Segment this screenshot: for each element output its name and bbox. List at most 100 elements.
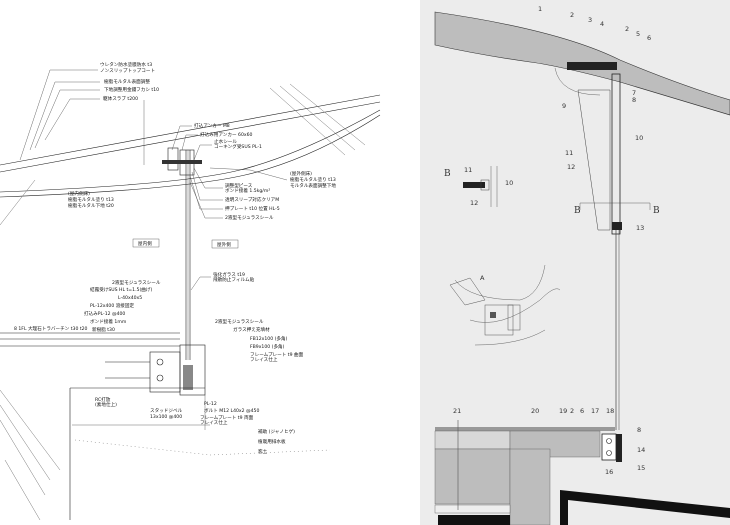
label-fb12: FB12x100 (多角) [250, 335, 288, 342]
label-indoor-floor-base: 樹脂モルタル下地 t20 [68, 202, 114, 209]
label-rc: RC打放 [95, 396, 111, 403]
label-tempered-glass: 強化ガラス t19 [213, 271, 245, 278]
label-roof-waterproofing: ウレタン防水塗膜防水 t3 [100, 61, 152, 68]
label-bond-1mm: ボンド接着 1mm [90, 318, 127, 325]
label-sus-gutter: 結露受けSUS HL t=1.5(曲げ) [90, 286, 152, 293]
label-plate-weld: PL-12x400 溶接固定 [90, 302, 134, 309]
callout-12: 12 [567, 163, 575, 171]
roof-slab-top [0, 94, 381, 166]
label-frame-finish: フレイス仕上 [250, 356, 278, 363]
key-plan [449, 264, 561, 346]
label-frame-finish-2: フレイス仕上 [200, 419, 228, 426]
concrete-slab [434, 448, 511, 505]
floor-finish [435, 427, 615, 431]
label-topcoat: ノンスリップトップコート [100, 68, 155, 74]
right-detail-section: 1 2 3 4 2 5 6 7 8 9 10 11 12 13 8 14 15 … [434, 5, 730, 525]
glass-fin [577, 89, 611, 231]
inset-callout-12: 12 [470, 199, 478, 207]
callout-8b: 8 [637, 426, 641, 434]
callout-4: 4 [600, 20, 604, 28]
label-modulus-seal-3: 2液型モジュラスシール [215, 318, 264, 325]
label-film: 飛散防止フィルム貼 [213, 276, 255, 283]
callout-20: 20 [531, 407, 539, 415]
floor-curve [0, 109, 381, 193]
section-mark-b-inset: B [444, 169, 451, 179]
callout-7: 7 [632, 89, 636, 97]
label-anchor: 打込アンカー M8 [194, 122, 230, 129]
label-base-adjust: 下地調整用金鏝フカシ t10 [104, 86, 159, 93]
label-caulk-plate: コーキング受SUS PL-1 [214, 143, 262, 150]
callout-14: 14 [637, 446, 645, 454]
key-plan-mark-a: A [480, 274, 485, 282]
label-sleeve: 透明スリーブ対応クリアM [225, 196, 279, 203]
label-stud: スタッドジベル [150, 407, 183, 414]
label-bolt: ボルト M12 L40x2 @450 [204, 407, 259, 414]
callout-6: 6 [647, 34, 651, 42]
callout-9: 9 [562, 102, 566, 110]
label-outdoor-floor: (屋外側床) [290, 170, 312, 177]
callout-5: 5 [636, 30, 640, 38]
label-frame-plate-2: フレームプレート t9 両面 [200, 415, 254, 421]
callout-2b: 2 [625, 25, 629, 33]
label-bond: ボンド接着 1.5kg/m² [225, 187, 270, 194]
label-rc-finish: (素地仕上) [95, 401, 117, 408]
callout-16: 16 [605, 468, 613, 476]
label-resin-mortar: 樹脂モルタル表面調整 [104, 78, 150, 85]
label-soil: 客土 [258, 448, 268, 455]
callout-2: 2 [570, 11, 574, 19]
callout-1: 1 [538, 5, 542, 13]
label-outdoor-floor-finish: 樹脂モルタル塗り t13 [290, 176, 336, 183]
label-indoor-floor: (屋内側床) [68, 190, 90, 197]
label-pl12: PL-12 [204, 401, 217, 407]
label-modulus-seal: 2液型モジュラスシール [225, 214, 274, 221]
steel-base-channel [601, 433, 617, 461]
steel-channel [149, 351, 181, 393]
label-embed-plate: 打込みPL-12 @400 [84, 310, 125, 317]
callout-15: 15 [637, 464, 645, 472]
soil-hatch [74, 439, 331, 456]
concrete-column [509, 448, 551, 525]
label-drain-board: 植栽用排水板 [258, 438, 286, 445]
label-outdoor-side: 屋外側 [217, 241, 231, 248]
callout-18: 18 [606, 407, 614, 415]
callout-17: 17 [591, 407, 599, 415]
callout-3: 3 [588, 16, 592, 24]
label-1fl-marble: 8 1FL 大理石トラバーチン t30 t20 [14, 325, 88, 332]
callout-11: 11 [565, 149, 573, 157]
label-stud-spec: 13x100 @400 [150, 414, 182, 420]
callout-19: 19 [559, 407, 567, 415]
section-mark-b-left: B [574, 206, 581, 216]
label-planting: 補助 (ジャノヒゲ) [258, 428, 295, 435]
callout-6b: 6 [580, 407, 584, 415]
steel-bracket [567, 62, 617, 70]
label-angle: L-40x40x5 [118, 295, 142, 301]
callout-2c: 2 [570, 407, 574, 415]
label-piece: 調整型ピース [225, 182, 253, 189]
label-indoor-floor-finish: 樹脂モルタル塗り t13 [68, 196, 114, 203]
label-modulus-seal-2: 2液型モジュラスシール [112, 279, 161, 286]
label-outdoor-floor-base: モルタル表面調整下地 [290, 182, 336, 189]
roof-slab-top2 [0, 101, 381, 173]
label-anchor2: 打込み用アンカー 60x60 [200, 131, 253, 138]
inset-callout-10: 10 [505, 179, 513, 187]
label-fb9: FB9x100 (多角) [250, 343, 285, 350]
left-detail-section: ウレタン防水塗膜防水 t3 ノンスリップトップコート 樹脂モルタル表面調整 下地… [0, 61, 381, 521]
label-frame-plate: フレームプレート t9 曲面 [250, 351, 304, 358]
section-line-b [579, 202, 651, 210]
inset-callout-11: 11 [464, 166, 472, 174]
inset-section-b [463, 166, 498, 207]
callout-8: 8 [632, 96, 636, 104]
lower-retaining-wall [560, 490, 730, 525]
section-mark-b-right: B [653, 206, 660, 216]
label-indoor-side: 屋内側 [138, 240, 152, 247]
label-slab: 躯体スラブ t200 [103, 95, 138, 102]
callout-10: 10 [635, 134, 643, 142]
callout-13: 13 [636, 224, 644, 232]
label-seal: 止水シール [214, 138, 237, 145]
floor-curve2 [0, 114, 381, 198]
label-resin: 新樹脂 t30 [92, 326, 115, 333]
label-press-plate: 押プレート t10 位置 HL-5 [225, 205, 280, 212]
label-glass-filler: ガラス押え充填材 [233, 326, 270, 333]
